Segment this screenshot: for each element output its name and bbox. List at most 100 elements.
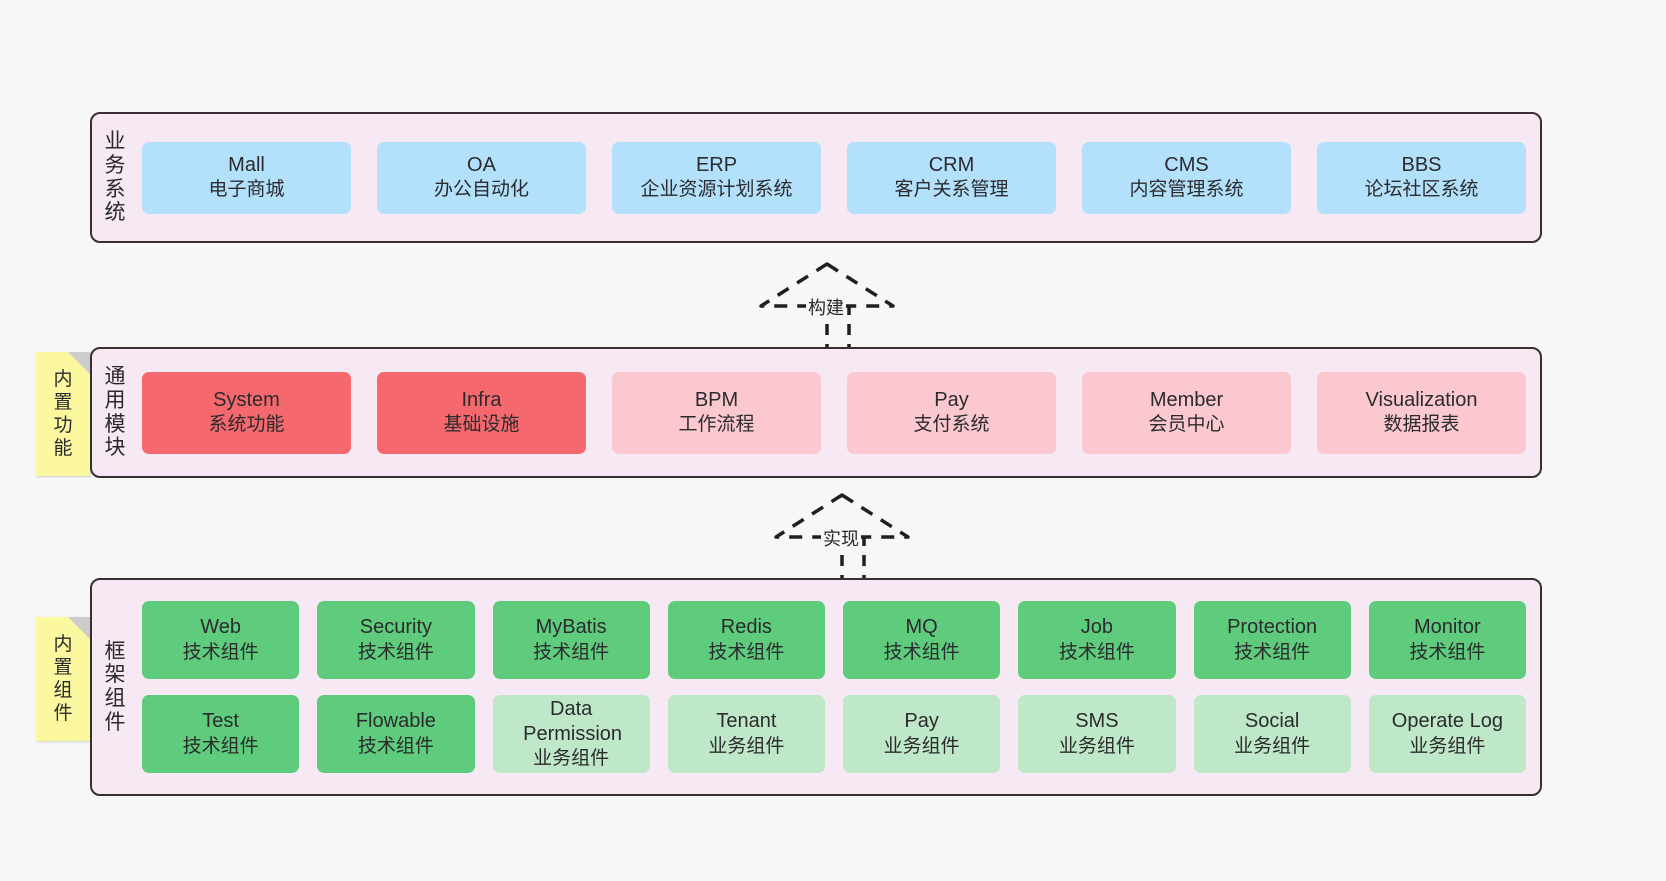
node-subtitle: 数据报表 bbox=[1383, 414, 1460, 436]
node-bbs[interactable]: BBS 论坛社区系统 bbox=[1317, 141, 1526, 214]
node-subtitle: 技术组件 bbox=[883, 641, 960, 663]
node-title: Visualization bbox=[1365, 388, 1478, 411]
node-subtitle: 电子商城 bbox=[208, 179, 285, 201]
node-subtitle: 企业资源计划系统 bbox=[640, 179, 793, 201]
node-title: BPM bbox=[694, 388, 739, 411]
node-subtitle: 办公自动化 bbox=[433, 179, 529, 201]
node-title: MQ bbox=[905, 616, 938, 639]
node-title: OA bbox=[467, 153, 496, 176]
node-pay-module[interactable]: Pay 支付系统 bbox=[847, 371, 1056, 454]
node-title: Web bbox=[200, 616, 241, 639]
node-row: Mall 电子商城 OA 办公自动化 ERP 企业资源计划系统 CRM 客户关系… bbox=[142, 141, 1526, 214]
node-member[interactable]: Member 会员中心 bbox=[1082, 371, 1291, 454]
sticky-note-builtin-component: 内 置 组 件 bbox=[36, 617, 90, 741]
node-security[interactable]: Security 技术组件 bbox=[317, 601, 475, 679]
node-cms[interactable]: CMS 内容管理系统 bbox=[1082, 141, 1291, 214]
node-row: Web 技术组件 Security 技术组件 MyBatis 技术组件 Redi… bbox=[142, 601, 1526, 679]
node-title: Flowable bbox=[355, 710, 436, 733]
node-title: Monitor bbox=[1414, 616, 1481, 639]
node-pay-component[interactable]: Pay 业务组件 bbox=[843, 695, 1001, 773]
node-title: Security bbox=[359, 616, 432, 639]
node-title: Data Permission bbox=[523, 697, 623, 746]
node-subtitle: 基础设施 bbox=[443, 414, 520, 436]
node-title: System bbox=[213, 388, 280, 411]
layer-common-module: 通 用 模 块 System 系统功能 Infra 基础设施 BPM 工作流程 bbox=[90, 347, 1542, 478]
node-title: BBS bbox=[1401, 153, 1442, 176]
layer-body-common-module: System 系统功能 Infra 基础设施 BPM 工作流程 Pay 支付系统… bbox=[138, 371, 1540, 454]
node-subtitle: 论坛社区系统 bbox=[1364, 179, 1479, 201]
node-title: Pay bbox=[934, 388, 969, 411]
layer-body-framework-component: Web 技术组件 Security 技术组件 MyBatis 技术组件 Redi… bbox=[138, 601, 1540, 773]
node-title: CMS bbox=[1164, 153, 1209, 176]
node-subtitle: 会员中心 bbox=[1148, 414, 1225, 436]
node-row: System 系统功能 Infra 基础设施 BPM 工作流程 Pay 支付系统… bbox=[142, 371, 1526, 454]
node-subtitle: 技术组件 bbox=[708, 641, 785, 663]
node-subtitle: 技术组件 bbox=[182, 641, 259, 663]
node-web[interactable]: Web 技术组件 bbox=[142, 601, 300, 679]
node-subtitle: 业务组件 bbox=[1058, 735, 1135, 757]
node-subtitle: 业务组件 bbox=[533, 748, 610, 770]
node-protection[interactable]: Protection 技术组件 bbox=[1193, 601, 1351, 679]
node-subtitle: 客户关系管理 bbox=[894, 179, 1009, 201]
node-tenant[interactable]: Tenant 业务组件 bbox=[667, 695, 825, 773]
node-title: MyBatis bbox=[535, 616, 607, 639]
node-mybatis[interactable]: MyBatis 技术组件 bbox=[492, 601, 650, 679]
node-title: Social bbox=[1244, 710, 1300, 733]
node-subtitle: 技术组件 bbox=[533, 641, 610, 663]
node-subtitle: 技术组件 bbox=[357, 641, 434, 663]
node-system[interactable]: System 系统功能 bbox=[142, 371, 351, 454]
node-title: Member bbox=[1149, 388, 1224, 411]
node-bpm[interactable]: BPM 工作流程 bbox=[612, 371, 821, 454]
layer-label-common-module: 通 用 模 块 bbox=[104, 365, 126, 460]
layer-business-system: 业 务 系 统 Mall 电子商城 OA 办公自动化 ERP 企业资源计划系统 bbox=[90, 112, 1542, 243]
node-title: Job bbox=[1080, 616, 1113, 639]
sticky-note-builtin-feature: 内 置 功 能 bbox=[36, 352, 90, 476]
node-title: Operate Log bbox=[1391, 710, 1503, 733]
node-title: Pay bbox=[904, 710, 939, 733]
node-title: Redis bbox=[720, 616, 772, 639]
layer-label-business-system: 业 务 系 统 bbox=[104, 130, 126, 225]
node-title: Infra bbox=[461, 388, 502, 411]
node-crm[interactable]: CRM 客户关系管理 bbox=[847, 141, 1056, 214]
node-visualization[interactable]: Visualization 数据报表 bbox=[1317, 371, 1526, 454]
node-erp[interactable]: ERP 企业资源计划系统 bbox=[612, 141, 821, 214]
connector-implement: 实现 bbox=[774, 493, 915, 579]
layer-framework-component: 框 架 组 件 Web 技术组件 Security 技术组件 MyBatis 技… bbox=[90, 578, 1542, 796]
node-test[interactable]: Test 技术组件 bbox=[142, 695, 300, 773]
node-title: Mall bbox=[228, 153, 265, 176]
node-subtitle: 技术组件 bbox=[1409, 641, 1486, 663]
node-sms[interactable]: SMS 业务组件 bbox=[1018, 695, 1176, 773]
node-flowable[interactable]: Flowable 技术组件 bbox=[317, 695, 475, 773]
connector-implement-label: 实现 bbox=[821, 525, 861, 551]
node-title: ERP bbox=[695, 153, 738, 176]
node-redis[interactable]: Redis 技术组件 bbox=[667, 601, 825, 679]
node-title: SMS bbox=[1075, 710, 1119, 733]
connector-build-label: 构建 bbox=[806, 294, 846, 320]
connector-build: 构建 bbox=[759, 262, 900, 348]
node-subtitle: 内容管理系统 bbox=[1129, 179, 1244, 201]
node-social[interactable]: Social 业务组件 bbox=[1193, 695, 1351, 773]
sticky-fold-corner bbox=[68, 352, 90, 374]
node-subtitle: 业务组件 bbox=[1409, 735, 1486, 757]
node-job[interactable]: Job 技术组件 bbox=[1018, 601, 1176, 679]
node-subtitle: 技术组件 bbox=[357, 735, 434, 757]
node-subtitle: 支付系统 bbox=[913, 414, 990, 436]
node-oa[interactable]: OA 办公自动化 bbox=[377, 141, 586, 214]
node-operate-log[interactable]: Operate Log 业务组件 bbox=[1368, 695, 1526, 773]
node-infra[interactable]: Infra 基础设施 bbox=[377, 371, 586, 454]
node-subtitle: 业务组件 bbox=[883, 735, 960, 757]
node-subtitle: 技术组件 bbox=[1234, 641, 1311, 663]
node-mq[interactable]: MQ 技术组件 bbox=[843, 601, 1001, 679]
node-title: Test bbox=[202, 710, 239, 733]
layer-label-framework-component: 框 架 组 件 bbox=[104, 639, 126, 734]
node-subtitle: 系统功能 bbox=[208, 414, 285, 436]
node-data-permission[interactable]: Data Permission 业务组件 bbox=[492, 695, 650, 773]
node-mall[interactable]: Mall 电子商城 bbox=[142, 141, 351, 214]
node-title: Protection bbox=[1227, 616, 1318, 639]
node-subtitle: 工作流程 bbox=[678, 414, 755, 436]
node-monitor[interactable]: Monitor 技术组件 bbox=[1368, 601, 1526, 679]
layer-body-business-system: Mall 电子商城 OA 办公自动化 ERP 企业资源计划系统 CRM 客户关系… bbox=[138, 141, 1540, 214]
node-title: Tenant bbox=[716, 710, 777, 733]
node-subtitle: 业务组件 bbox=[708, 735, 785, 757]
